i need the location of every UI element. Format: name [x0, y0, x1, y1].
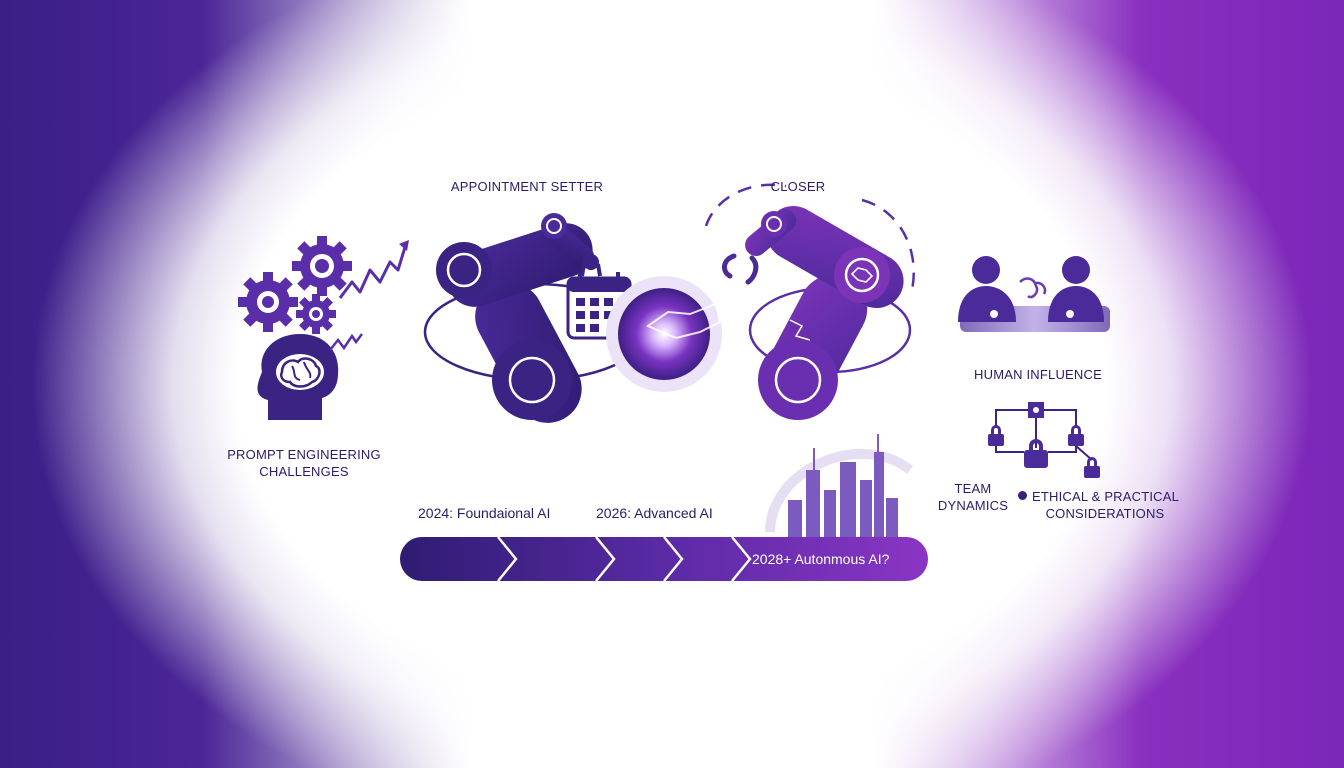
closer-label: CLOSER [770, 179, 826, 194]
zigzag-arrow-icon [338, 240, 409, 299]
timeline-stage-2028: 2028+ Autonmous AI? [752, 551, 890, 567]
city-icon [765, 434, 914, 540]
robot-arm-right-icon [704, 183, 915, 420]
ethical-line2: CONSIDERATIONS [1045, 506, 1165, 521]
ethical-practical-label: ETHICAL & PRACTICAL CONSIDERATIONS [1032, 488, 1180, 522]
brain-head-icon [257, 333, 363, 420]
prompt-engineering-label: PROMPT ENGINEERING CHALLENGES [222, 446, 386, 480]
bullet-dot [1018, 491, 1027, 500]
robot-arm-left-icon [423, 213, 647, 423]
handshake-orb [606, 276, 722, 392]
people-icon [958, 256, 1110, 332]
appointment-setter-label: APPOINTMENT SETTER [450, 179, 604, 194]
timeline-stage-2024: 2024: Foundaional AI [418, 505, 551, 521]
prompt-engineering-line1: PROMPT ENGINEERING [227, 447, 381, 462]
team-dynamics-line1: TEAM [954, 481, 992, 496]
human-influence-label: HUMAN INFLUENCE [974, 367, 1102, 382]
lock-network-icon [988, 402, 1100, 478]
team-dynamics-line2: DYNAMICS [937, 498, 1009, 513]
gears-icon [238, 236, 352, 334]
team-dynamics-label: TEAM DYNAMICS [932, 480, 1014, 514]
timeline-stage-2026: 2026: Advanced AI [596, 505, 713, 521]
prompt-engineering-line2: CHALLENGES [259, 464, 349, 479]
ethical-line1: ETHICAL & PRACTICAL [1032, 489, 1180, 504]
timeline-bar [400, 536, 928, 582]
